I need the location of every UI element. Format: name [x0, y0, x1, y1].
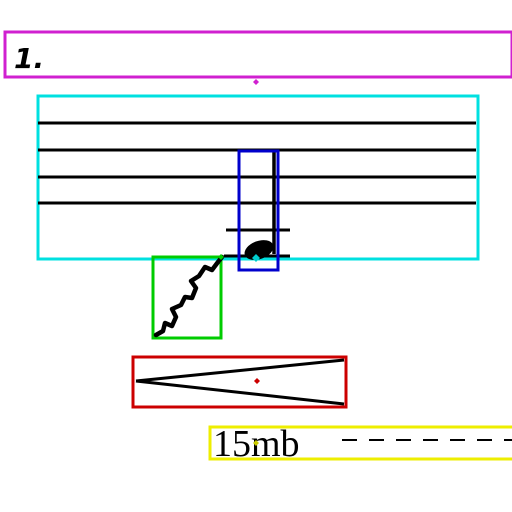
- ottava-box-anchor: [253, 440, 259, 446]
- staff-region: [36, 94, 480, 261]
- trill-box: [151, 255, 223, 340]
- trill-wiggle: [153, 254, 225, 338]
- hairpin-region: [131, 355, 348, 409]
- trill-box-anchor: [218, 254, 224, 260]
- hairpin-box: [131, 355, 348, 409]
- hairpin-lower-line: [135, 379, 345, 406]
- trill-region: [151, 254, 225, 340]
- measure-number: 1.: [14, 42, 44, 75]
- ottava-region: 15mb: [208, 423, 512, 465]
- measure-number-box: [3, 30, 512, 79]
- hairpin-upper-line: [135, 358, 345, 383]
- measure-box-anchor: [253, 79, 259, 85]
- note-head: [244, 240, 274, 260]
- hairpin-box-anchor: [254, 378, 260, 384]
- note-box: [237, 149, 280, 272]
- note-region: [224, 149, 290, 272]
- note-box-anchor: [252, 254, 260, 262]
- ottava-box: [208, 425, 512, 461]
- measure-number-region: 1.: [3, 30, 512, 85]
